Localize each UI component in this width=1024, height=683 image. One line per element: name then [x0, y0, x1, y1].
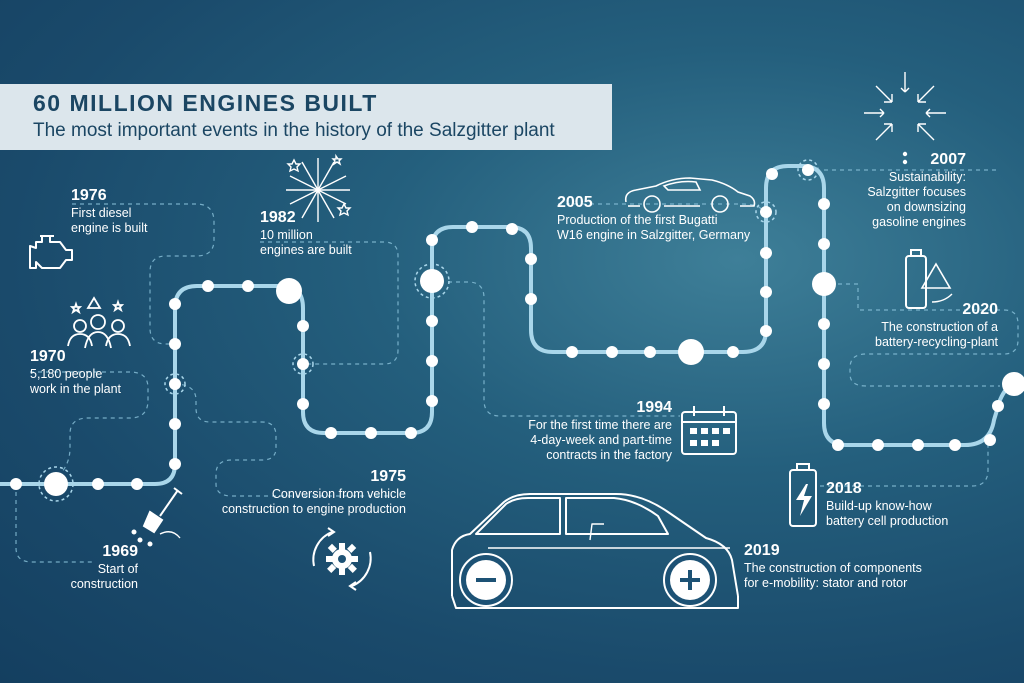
connector-2005	[558, 203, 763, 213]
event-2007: 2007 Sustainability: Salzgitter focuses …	[867, 150, 966, 230]
milestone-2007	[797, 159, 819, 181]
event-1994: 1994 For the first time there are 4-day-…	[528, 398, 672, 463]
battery-recycle-icon	[905, 249, 953, 309]
event-text: Conversion from vehicle construction to …	[221, 487, 406, 516]
event-text: The construction of components for e-mob…	[744, 561, 922, 590]
event-1969: 1969 Start of construction	[71, 542, 138, 592]
event-year: 1982	[260, 209, 296, 226]
page-subtitle: The most important events in the history…	[33, 120, 555, 141]
event-text: The construction of a battery-recycling-…	[875, 320, 998, 349]
calendar-icon	[681, 406, 737, 455]
event-1976: 1976 First diesel engine is built	[71, 186, 147, 236]
milestone-1975	[292, 353, 314, 375]
event-text: Start of construction	[70, 562, 138, 591]
event-2018: 2018 Build-up know-how battery cell prod…	[826, 479, 948, 529]
milestone-2020	[1002, 372, 1024, 396]
event-year: 1969	[102, 543, 138, 560]
connector-1969	[15, 484, 94, 563]
dashed-connectors	[15, 169, 1019, 563]
milestone-2005	[678, 339, 704, 365]
milestone-1969	[38, 466, 74, 502]
connector-1994	[432, 281, 680, 417]
people-icon	[67, 296, 131, 349]
event-year: 2018	[826, 480, 862, 497]
event-2020: 2020 The construction of a battery-recyc…	[875, 300, 998, 350]
shovel-icon	[131, 487, 183, 547]
connector-1975	[173, 383, 392, 497]
event-text: Build-up know-how battery cell productio…	[826, 499, 949, 528]
event-year: 1975	[370, 468, 406, 485]
connector-2020	[830, 283, 1019, 387]
event-text: Production of the first Bugatti W16 engi…	[557, 213, 751, 242]
gear-cycle-icon	[312, 527, 372, 591]
event-text: Sustainability: Salzgitter focuses on do…	[867, 170, 966, 229]
timeline-path	[0, 164, 1016, 486]
event-2005: 2005 Production of the first Bugatti W16…	[557, 193, 750, 243]
milestone-1982	[276, 278, 302, 304]
fireworks-icon	[286, 153, 352, 222]
event-year: 2020	[962, 301, 998, 318]
event-year: 2005	[557, 194, 593, 211]
battery-charge-icon	[789, 463, 817, 527]
engine-icon	[29, 235, 73, 269]
event-text: For the first time there are 4-day-week …	[528, 418, 672, 462]
sports-car-icon	[624, 177, 756, 213]
connector-1970	[30, 371, 149, 479]
milestone-2018	[812, 272, 836, 296]
electric-car-icon	[451, 493, 739, 609]
connector-2018	[820, 440, 989, 487]
event-year: 1994	[636, 399, 672, 416]
connector-1982	[260, 241, 399, 365]
timeline-dots	[10, 168, 1004, 490]
milestone-1970	[164, 373, 186, 395]
event-text: 10 million engines are built	[260, 228, 352, 257]
event-year: 2007	[930, 151, 966, 168]
event-text: First diesel engine is built	[71, 206, 148, 235]
event-year: 1976	[71, 187, 107, 204]
arrows-inward-icon	[864, 72, 946, 165]
event-1970: 1970 5,180 people work in the plant	[30, 347, 121, 397]
milestone-1994	[414, 263, 450, 299]
event-2019: 2019 The construction of components for …	[744, 541, 922, 591]
event-year: 1970	[30, 348, 66, 365]
header-banner: 60 MILLION ENGINES BUILT The most import…	[0, 84, 612, 150]
milestone-nodes	[38, 159, 1024, 502]
event-year: 2019	[744, 542, 780, 559]
page-title: 60 MILLION ENGINES BUILT	[33, 90, 378, 116]
milestone-2005-ring	[755, 201, 777, 223]
event-1982: 1982 10 million engines are built	[260, 208, 352, 258]
event-1975: 1975 Conversion from vehicle constructio…	[222, 467, 406, 517]
event-text: 5,180 people work in the plant	[30, 367, 122, 396]
